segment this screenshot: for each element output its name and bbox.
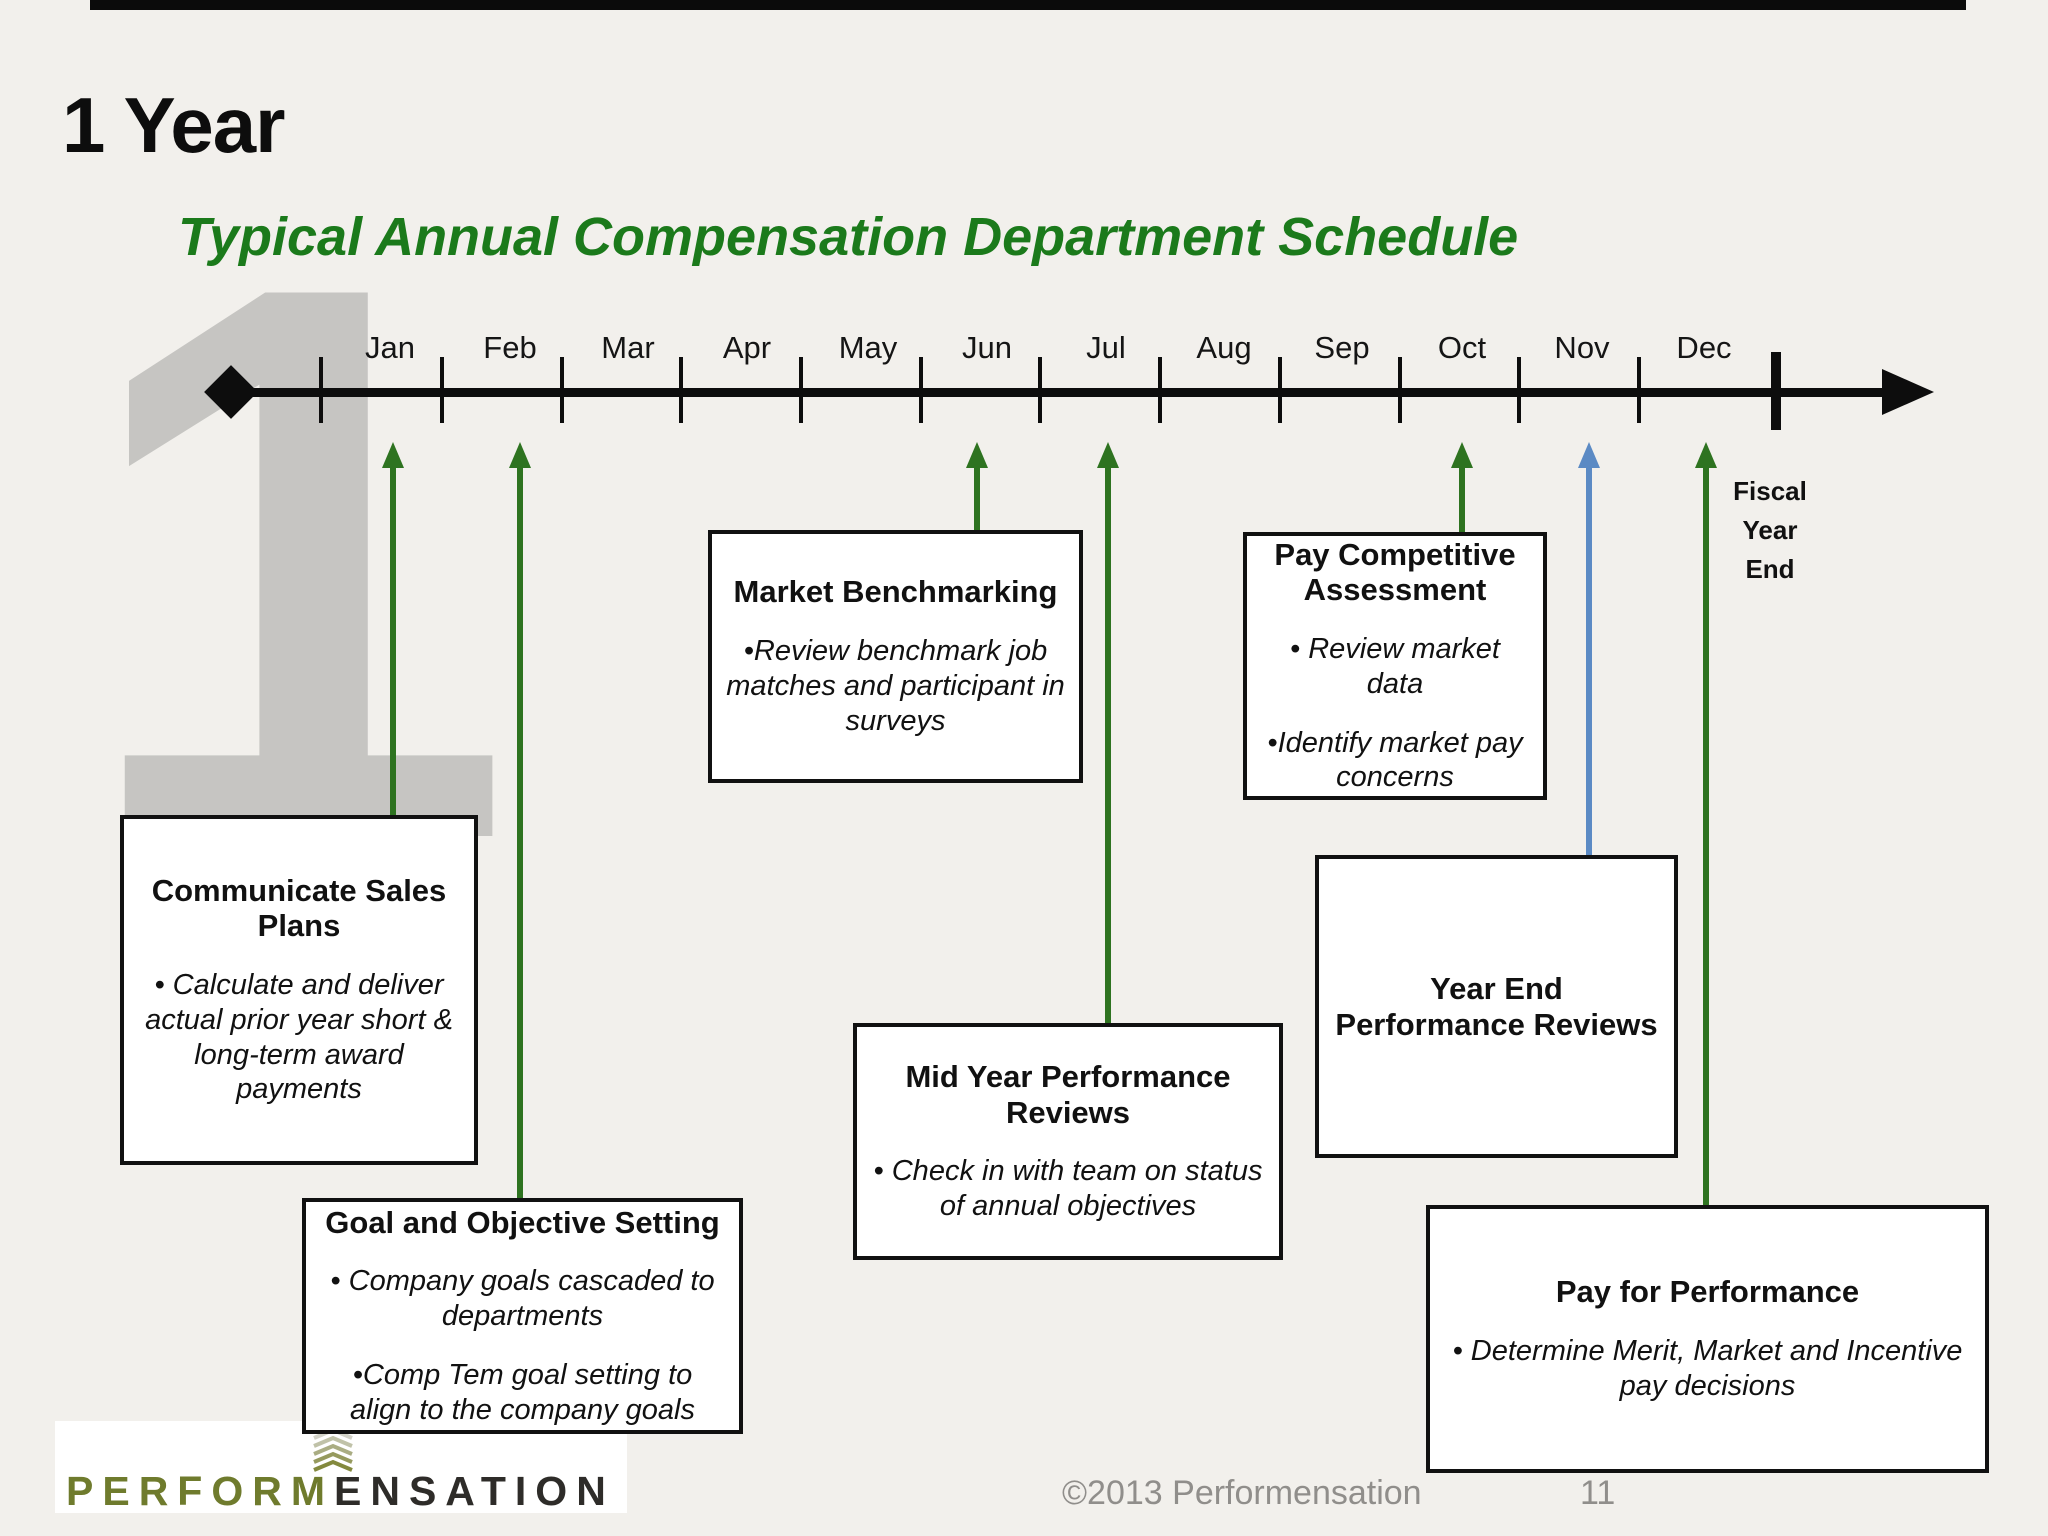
arrow-shaft xyxy=(1586,466,1592,855)
top-edge-bar xyxy=(90,0,1966,10)
timeline-tick xyxy=(560,357,564,423)
page-number: 11 xyxy=(1580,1474,1616,1512)
event-box-pay-competitive-assessment: Pay Competitive Assessment • Review mark… xyxy=(1243,532,1547,800)
timeline-tick xyxy=(1038,357,1042,423)
arrow-head-icon xyxy=(1097,442,1119,468)
fiscal-year-end-tick xyxy=(1771,352,1781,430)
arrow-jan xyxy=(382,442,404,815)
arrow-head-icon xyxy=(509,442,531,468)
month-label-feb: Feb xyxy=(483,330,537,365)
event-bullet: • Company goals cascaded to departments xyxy=(330,1265,715,1333)
month-label-oct: Oct xyxy=(1437,330,1487,365)
event-title: Mid Year Performance Reviews xyxy=(905,1059,1231,1130)
slide-subtitle: Typical Annual Compensation Department S… xyxy=(178,207,1519,267)
arrow-shaft xyxy=(1105,466,1111,1023)
timeline-tick xyxy=(1398,357,1402,423)
arrow-shaft xyxy=(1703,466,1709,1205)
event-box-pay-for-performance: Pay for Performance • Determine Merit, M… xyxy=(1426,1205,1989,1473)
event-bullet: •Comp Tem goal setting to align to the c… xyxy=(350,1358,695,1426)
event-box-communicate-sales-plans: Communicate Sales Plans • Calculate and … xyxy=(120,815,478,1165)
logo-chevrons-icon xyxy=(313,1428,353,1472)
arrow-jun xyxy=(966,442,988,530)
arrow-oct xyxy=(1451,442,1473,532)
arrow-shaft xyxy=(1459,466,1465,532)
timeline-axis xyxy=(238,388,1888,397)
event-box-year-end-performance-reviews: Year End Performance Reviews xyxy=(1315,855,1678,1158)
event-title: Year End Performance Reviews xyxy=(1335,970,1658,1042)
month-label-aug: Aug xyxy=(1196,330,1252,365)
arrow-head-icon xyxy=(966,442,988,468)
logo-part-perform: PERFORM xyxy=(66,1468,334,1514)
logo-part-ensation: ENSATION xyxy=(334,1468,615,1514)
event-bullet: •Review benchmark job matches and partic… xyxy=(726,635,1065,737)
event-box-goal-and-objective-setting: Goal and Objective Setting • Company goa… xyxy=(302,1198,743,1434)
event-bullet: • Check in with team on status of annual… xyxy=(873,1155,1263,1223)
event-bullet: • Review market data xyxy=(1290,633,1500,700)
arrow-head-icon xyxy=(1578,442,1600,468)
event-bullet: • Determine Merit, Market and Incentive … xyxy=(1452,1335,1963,1402)
timeline-tick xyxy=(919,357,923,423)
month-label-jun: Jun xyxy=(962,330,1012,365)
month-label-sep: Sep xyxy=(1314,330,1370,365)
performensation-logo: PERFORMENSATION xyxy=(66,1468,615,1515)
arrow-dec xyxy=(1695,442,1717,1205)
fiscal-line: Fiscal xyxy=(1733,476,1807,506)
timeline-tick xyxy=(799,357,803,423)
timeline-right-arrowhead-icon xyxy=(1882,369,1934,415)
timeline-tick xyxy=(679,357,683,423)
fiscal-year-end-label: Fiscal Year End xyxy=(1722,472,1818,589)
month-label-mar: Mar xyxy=(601,330,655,365)
month-label-jan: Jan xyxy=(365,330,415,365)
event-title: Goal and Objective Setting xyxy=(325,1204,720,1240)
event-bullet: • Calculate and deliver actual prior yea… xyxy=(145,969,453,1106)
arrow-head-icon xyxy=(382,442,404,468)
arrow-shaft xyxy=(390,466,396,815)
timeline-tick xyxy=(1278,357,1282,423)
timeline-tick xyxy=(1158,357,1162,423)
month-label-jul: Jul xyxy=(1086,330,1126,365)
arrow-jul xyxy=(1097,442,1119,1023)
event-title: Market Benchmarking xyxy=(733,574,1058,610)
fiscal-line: Year xyxy=(1742,515,1798,545)
page-title: 1 Year xyxy=(62,81,285,169)
event-title: Pay Competitive Assessment xyxy=(1274,536,1516,608)
timeline-tick xyxy=(440,357,444,423)
fiscal-line: End xyxy=(1745,554,1795,584)
arrow-head-icon xyxy=(1451,442,1473,468)
arrow-feb xyxy=(509,442,531,1198)
arrow-head-icon xyxy=(1695,442,1717,468)
arrow-shaft xyxy=(517,466,523,1198)
event-title: Pay for Performance xyxy=(1555,1274,1860,1310)
month-label-nov: Nov xyxy=(1554,330,1610,365)
month-label-may: May xyxy=(838,330,898,365)
footer-copyright: ©2013 Performensation xyxy=(1062,1474,1422,1512)
month-label-dec: Dec xyxy=(1676,330,1732,365)
timeline-tick xyxy=(1517,357,1521,423)
timeline-tick xyxy=(319,357,323,423)
arrow-nov xyxy=(1578,442,1600,855)
arrow-shaft xyxy=(974,466,980,530)
event-box-mid-year-performance-reviews: Mid Year Performance Reviews • Check in … xyxy=(853,1023,1283,1260)
event-box-market-benchmarking: Market Benchmarking •Review benchmark jo… xyxy=(708,530,1083,783)
timeline-tick xyxy=(1637,357,1641,423)
month-label-apr: Apr xyxy=(722,330,772,365)
event-bullet: •Identify market pay concerns xyxy=(1267,726,1523,794)
event-title: Communicate Sales Plans xyxy=(151,872,447,944)
